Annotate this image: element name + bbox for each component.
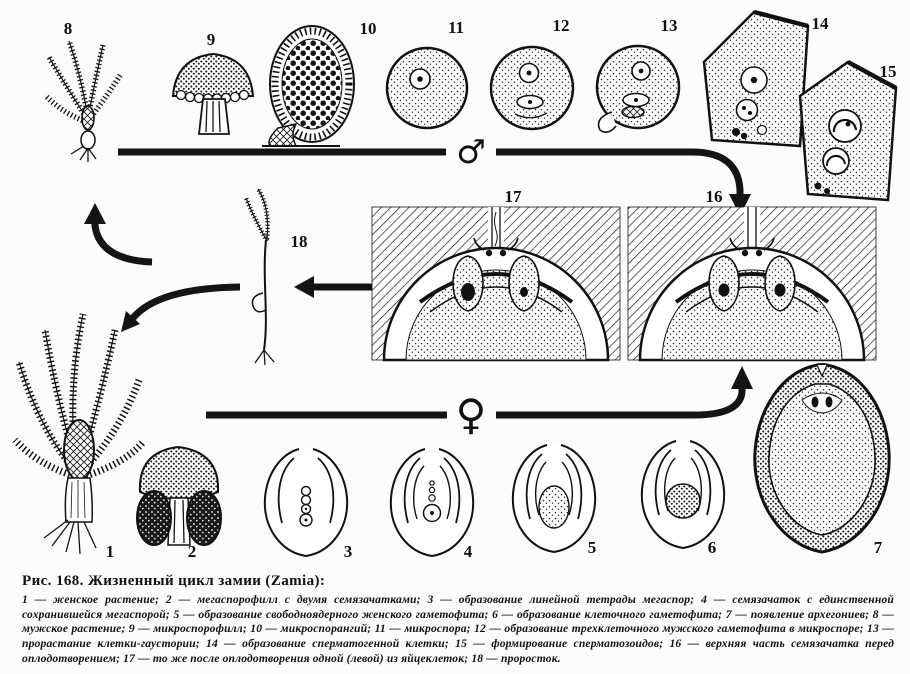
figure-number-6: 6 [708,538,717,557]
illustration-megasporophyll [136,445,222,546]
illustration-megaspore [389,448,475,557]
legend-entry-12: 12 — образование трехклеточного мужского… [474,622,867,635]
illustration-haustorium [595,44,681,134]
figure-number-10: 10 [360,19,377,38]
seedling-roots [254,349,275,366]
female-gametophyte-arrow: ♀ [206,366,753,439]
figure-number-16: 16 [706,187,723,206]
legend-entry-1: 1 — женское растение [22,593,166,606]
life-cycle-diagram: ♂ ♀ [0,9,898,561]
female-trunk [64,477,93,523]
illustration-microsporophyll [171,52,255,135]
figure-number-18: 18 [291,232,308,251]
legend-entry-18: 18 — проросток [471,652,560,665]
illustration-spermatogenous-cell [702,9,810,148]
legend-entry-14: 14 — образование сперматогенной клетки [206,637,455,650]
illustration-female-plant [15,314,143,555]
figure-numbers: 8 9 10 11 12 13 14 15 16 17 18 1 2 3 4 5… [64,14,897,561]
figure-number-14: 14 [812,14,830,33]
figure-number-5: 5 [588,538,597,557]
legend-entry-17: 17 — то же после оплодотворения одной (л… [123,652,471,665]
female-symbol: ♀ [456,390,487,439]
section-after-fertilization [371,206,621,362]
illustration-ovule-archegonia [753,363,891,554]
male-symbol: ♂ [456,132,486,171]
figure-number-7: 7 [874,538,883,557]
figure-number-3: 3 [344,542,353,561]
female-cone [63,419,95,481]
archegonium-unfertilized [508,255,540,312]
arrowhead-down-icon [729,194,751,216]
arrow-section-to-seedling [294,276,372,298]
ovule-right [186,490,222,546]
illustration-cellular-gametophyte [640,440,726,549]
legend-entry-11: 11 — микроспора [375,622,474,635]
figure-number-2: 2 [188,542,197,561]
arrowhead-up-icon [731,366,753,389]
illustration-spermatozoids [798,60,898,202]
arrow-seedling-to-male-plant [84,203,153,266]
arrowhead-left-icon [294,276,314,298]
male-gametophyte-arrow: ♂ [118,132,751,216]
figure-number-1: 1 [106,542,115,561]
figure-number-11: 11 [448,18,464,37]
arrowhead-downleft-icon [121,311,140,332]
figure-number-17: 17 [505,187,523,206]
legend-entry-5: 5 — образование свободноядерного женског… [174,608,493,621]
figure-number-9: 9 [207,30,216,49]
figure-number-4: 4 [464,542,473,561]
figure-caption: Рис. 168. Жизненный цикл замии (Zamia): [22,573,326,589]
legend-entry-9: 9 — микроспорофилл [129,622,250,635]
illustration-male-gametophyte [489,45,575,131]
figure-number-15: 15 [880,62,897,81]
figure-number-12: 12 [553,16,570,35]
illustration-free-nuclear-gametophyte [511,444,597,553]
figure-number-8: 8 [64,19,73,38]
figure-legend: 1 — женское растение2 — мегаспорофилл с … [22,593,894,667]
illustration-microspore [385,46,469,130]
figure-number-13: 13 [661,16,678,35]
section-before-fertilization [627,206,877,362]
legend-entry-3: 3 — образование линейной тетрады мегаспо… [427,593,701,606]
legend-entry-7: 7 — появление архегониев [726,608,873,621]
female-roots [43,519,97,555]
illustration-tetrad [263,448,349,557]
illustration-male-plant [45,41,121,162]
arrowhead-up-icon [84,203,106,224]
legend-entry-2: 2 — мегаспорофилл с двумя семязачатками [166,593,428,606]
legend-entry-15: 15 — формирование сперматозоидов [455,637,669,650]
legend-entry-10: 10 — микроспорангий [250,622,374,635]
illustration-microsporangium [262,25,355,147]
male-cone [81,105,95,131]
male-roots [70,145,97,162]
illustration-seedling [246,189,275,366]
arrow-seedling-to-female-plant [121,283,241,332]
legend-entry-6: 6 — образование клеточного гаметофита [492,608,726,621]
ovule-left [136,490,172,546]
